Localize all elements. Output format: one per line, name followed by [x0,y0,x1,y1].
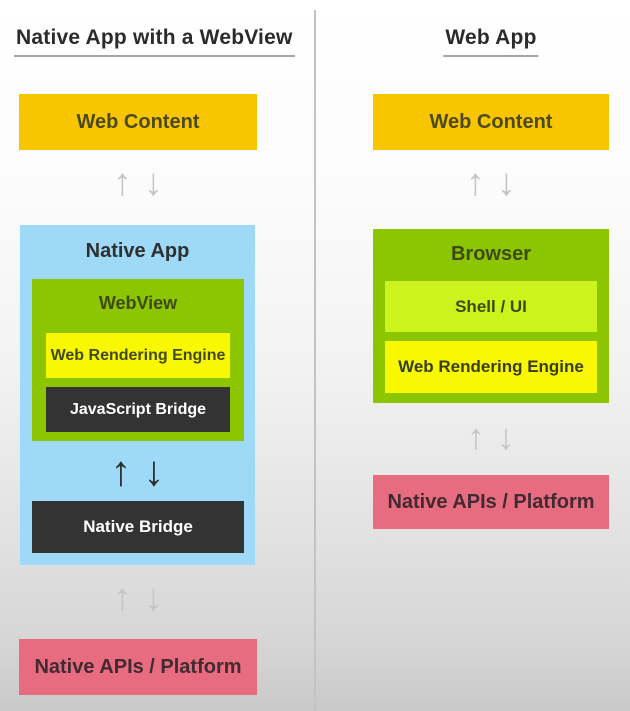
native-app-container: Native App WebView Web Rendering Engine … [20,225,255,565]
webview-container: WebView Web Rendering Engine JavaScript … [32,279,244,441]
web-rendering-engine-box-right: Web Rendering Engine [385,341,597,393]
up-arrow-icon: ↑ [113,577,132,620]
native-apis-platform-box-right: Native APIs / Platform [373,475,609,529]
web-content-box-right: Web Content [373,94,609,150]
bidirectional-arrows: ↑ ↓ [373,415,609,459]
javascript-bridge-box: JavaScript Bridge [46,387,230,432]
web-rendering-engine-box-left: Web Rendering Engine [46,333,230,378]
up-arrow-icon: ↑ [466,162,485,205]
native-bridge-box: Native Bridge [32,501,244,553]
column-divider [314,10,316,711]
shell-ui-box: Shell / UI [385,281,597,332]
down-arrow-icon: ↓ [144,162,163,205]
up-arrow-icon: ↑ [467,416,485,458]
down-arrow-icon: ↓ [497,416,515,458]
bidirectional-arrows: ↑ ↓ [373,162,609,206]
up-arrow-icon: ↑ [113,162,132,205]
down-arrow-icon: ↓ [144,577,163,620]
left-column-title: Native App with a WebView [14,26,295,57]
down-arrow-icon: ↓ [143,446,165,494]
up-arrow-icon: ↑ [110,446,132,494]
native-apis-platform-box-left: Native APIs / Platform [19,639,257,695]
bidirectional-arrows: ↑ ↓ [19,577,257,621]
bidirectional-arrows: ↑ ↓ [19,162,257,206]
bidirectional-arrows: ↑ ↓ [20,447,255,495]
native-app-label: Native App [85,240,190,262]
webview-label: WebView [98,293,178,313]
right-column-title: Web App [443,26,539,57]
browser-container: Browser Shell / UI Web Rendering Engine [373,229,609,403]
browser-label: Browser [450,243,532,265]
down-arrow-icon: ↓ [497,162,516,205]
web-content-box-left: Web Content [19,94,257,150]
